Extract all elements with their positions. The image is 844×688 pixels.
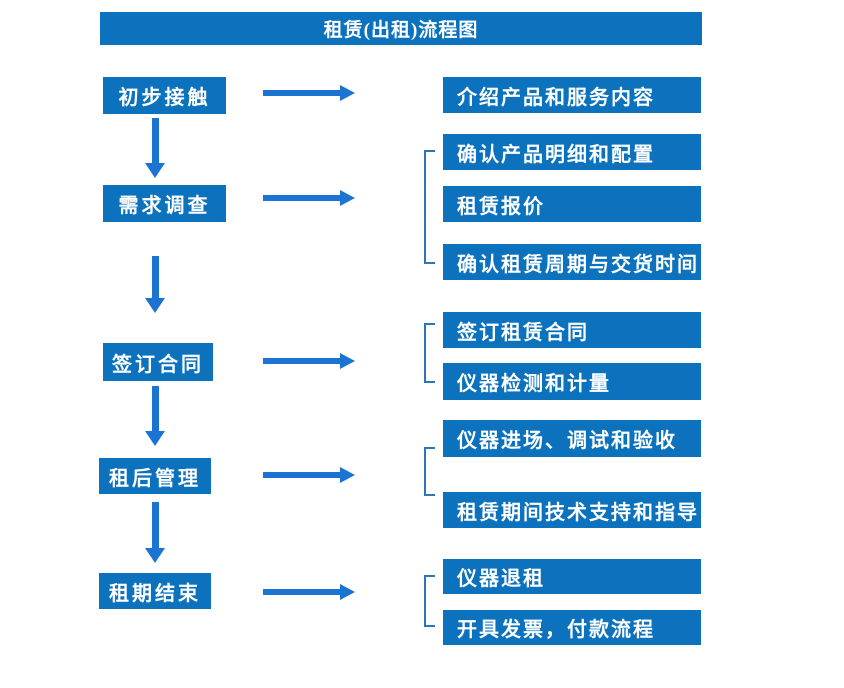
stage-label: 初步接触 bbox=[118, 87, 211, 109]
group-bracket-5 bbox=[424, 575, 435, 627]
detail-box: 仪器退租 bbox=[443, 559, 701, 594]
stage-box-demand-survey: 需求调查 bbox=[103, 185, 226, 222]
arrow-shaft bbox=[263, 195, 342, 201]
arrow-head bbox=[340, 190, 355, 206]
detail-box: 确认产品明细和配置 bbox=[443, 134, 701, 170]
arrow-head bbox=[340, 584, 355, 600]
right-arrow-icon-2 bbox=[263, 190, 355, 206]
detail-box: 仪器检测和计量 bbox=[443, 363, 701, 400]
arrow-shaft bbox=[263, 472, 342, 478]
right-arrow-icon-1 bbox=[263, 85, 355, 101]
detail-label: 确认租赁周期与交货时间 bbox=[457, 253, 699, 276]
down-arrow-icon-2 bbox=[145, 256, 165, 313]
down-arrow-icon-1 bbox=[145, 118, 165, 178]
diagram-title: 租赁(出租)流程图 bbox=[100, 12, 702, 45]
stage-box-rental-end: 租期结束 bbox=[99, 573, 211, 609]
arrow-head bbox=[340, 467, 355, 483]
detail-label: 仪器退租 bbox=[457, 568, 545, 590]
stage-box-sign-contract: 签订合同 bbox=[103, 343, 213, 381]
detail-label: 租赁期间技术支持和指导 bbox=[457, 501, 699, 524]
down-arrow-icon-4 bbox=[145, 502, 165, 563]
arrow-head bbox=[145, 298, 165, 313]
detail-label: 仪器检测和计量 bbox=[457, 373, 611, 395]
detail-label: 确认产品明细和配置 bbox=[457, 143, 655, 166]
stage-box-post-rental-management: 租后管理 bbox=[99, 458, 211, 494]
detail-box: 介绍产品和服务内容 bbox=[443, 77, 701, 113]
right-arrow-icon-5 bbox=[263, 584, 355, 600]
arrow-head bbox=[145, 431, 165, 446]
stage-label: 租期结束 bbox=[109, 582, 201, 605]
arrow-shaft bbox=[263, 90, 342, 96]
detail-label: 开具发票，付款流程 bbox=[457, 619, 655, 641]
detail-label: 租赁报价 bbox=[457, 195, 545, 218]
arrow-shaft bbox=[151, 256, 159, 300]
detail-box: 租赁报价 bbox=[443, 186, 701, 222]
arrow-head bbox=[340, 85, 355, 101]
stage-box-initial-contact: 初步接触 bbox=[103, 77, 226, 114]
arrow-shaft bbox=[263, 358, 342, 364]
right-arrow-icon-3 bbox=[263, 353, 355, 369]
stage-label: 租后管理 bbox=[109, 467, 201, 490]
diagram-title-text: 租赁(出租)流程图 bbox=[323, 20, 479, 41]
arrow-head bbox=[145, 163, 165, 178]
detail-box: 确认租赁周期与交货时间 bbox=[443, 244, 701, 280]
detail-label: 介绍产品和服务内容 bbox=[457, 86, 655, 109]
detail-label: 仪器进场、调试和验收 bbox=[457, 430, 677, 452]
arrow-shaft bbox=[151, 118, 159, 165]
right-arrow-icon-4 bbox=[263, 467, 355, 483]
detail-label: 签订租赁合同 bbox=[457, 321, 589, 344]
detail-box: 租赁期间技术支持和指导 bbox=[443, 492, 701, 528]
detail-box: 开具发票，付款流程 bbox=[443, 610, 701, 645]
arrow-shaft bbox=[263, 589, 342, 595]
group-bracket-3 bbox=[424, 323, 435, 383]
arrow-head bbox=[340, 353, 355, 369]
down-arrow-icon-3 bbox=[145, 386, 165, 446]
stage-label: 签订合同 bbox=[112, 353, 204, 376]
detail-box: 仪器进场、调试和验收 bbox=[443, 420, 701, 457]
detail-box: 签订租赁合同 bbox=[443, 312, 701, 348]
group-bracket-4 bbox=[424, 447, 435, 496]
stage-label: 需求调查 bbox=[118, 195, 211, 217]
arrow-head bbox=[145, 548, 165, 563]
arrow-shaft bbox=[151, 386, 159, 433]
arrow-shaft bbox=[151, 502, 159, 550]
group-bracket-2 bbox=[424, 150, 435, 264]
